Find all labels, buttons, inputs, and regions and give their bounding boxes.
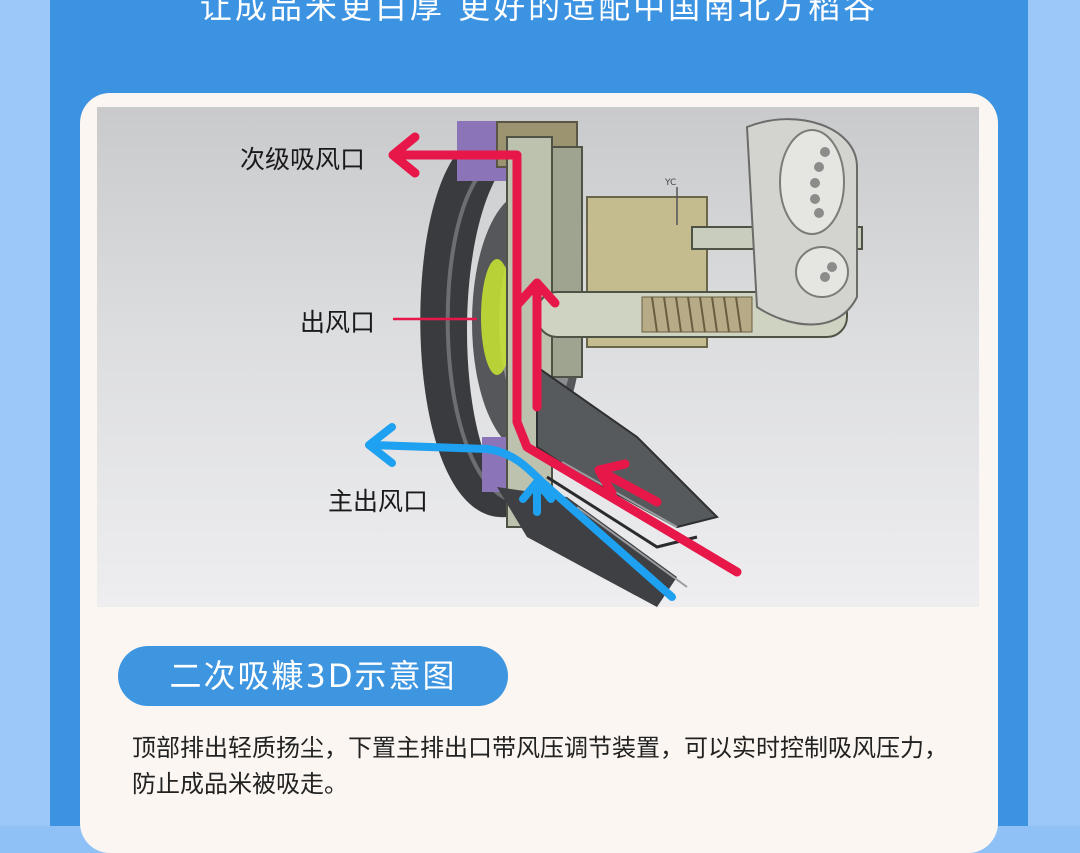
red-airflow-arrow: [392, 150, 742, 577]
axis-tag: YC: [664, 178, 676, 188]
diagram-illustration: YC: [365, 118, 863, 607]
dark-housing: [420, 137, 527, 518]
feature-card: YC: [80, 93, 998, 853]
page-headline: 让成品米更白厚 更好的适配中国南北方稻谷: [199, 0, 879, 26]
chute-base: [497, 487, 677, 607]
label-secondary-suction: 次级吸风口: [240, 145, 366, 174]
label-main-outlet: 主出风口: [328, 487, 429, 516]
right-margin: [1028, 0, 1080, 826]
label-air-outlet: 出风口: [300, 308, 376, 337]
feature-description: 顶部排出轻质扬尘，下置主排出口带风压调节装置，可以实时控制吸风压力，防止成品米被…: [132, 734, 948, 798]
lens-element: [481, 259, 513, 375]
content-panel: 让成品米更白厚 更好的适配中国南北方稻谷: [50, 0, 1028, 853]
diagram-title-badge: 二次吸糠3D示意图: [118, 646, 508, 706]
cross-section-diagram: YC: [97, 107, 979, 607]
left-margin: [0, 0, 50, 826]
